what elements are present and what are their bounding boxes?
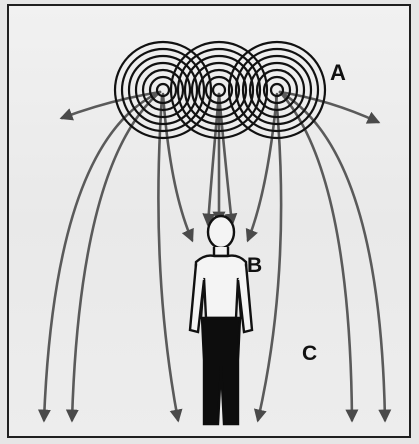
person-head [208, 216, 234, 248]
ring-clusters [115, 42, 325, 138]
flow-arrow [280, 92, 378, 122]
person-pants [202, 318, 240, 424]
person-neck [214, 247, 228, 256]
flow-arrow [280, 92, 352, 420]
flow-arrow [208, 94, 219, 224]
label-a: A [330, 60, 346, 85]
person-figure [190, 216, 252, 424]
label-c: C [302, 342, 317, 365]
label-b: B [247, 254, 262, 277]
flow-arrow [72, 92, 160, 420]
ring-cluster-right [229, 42, 325, 138]
flow-arrow [44, 92, 160, 420]
flow-arrow [280, 92, 385, 420]
